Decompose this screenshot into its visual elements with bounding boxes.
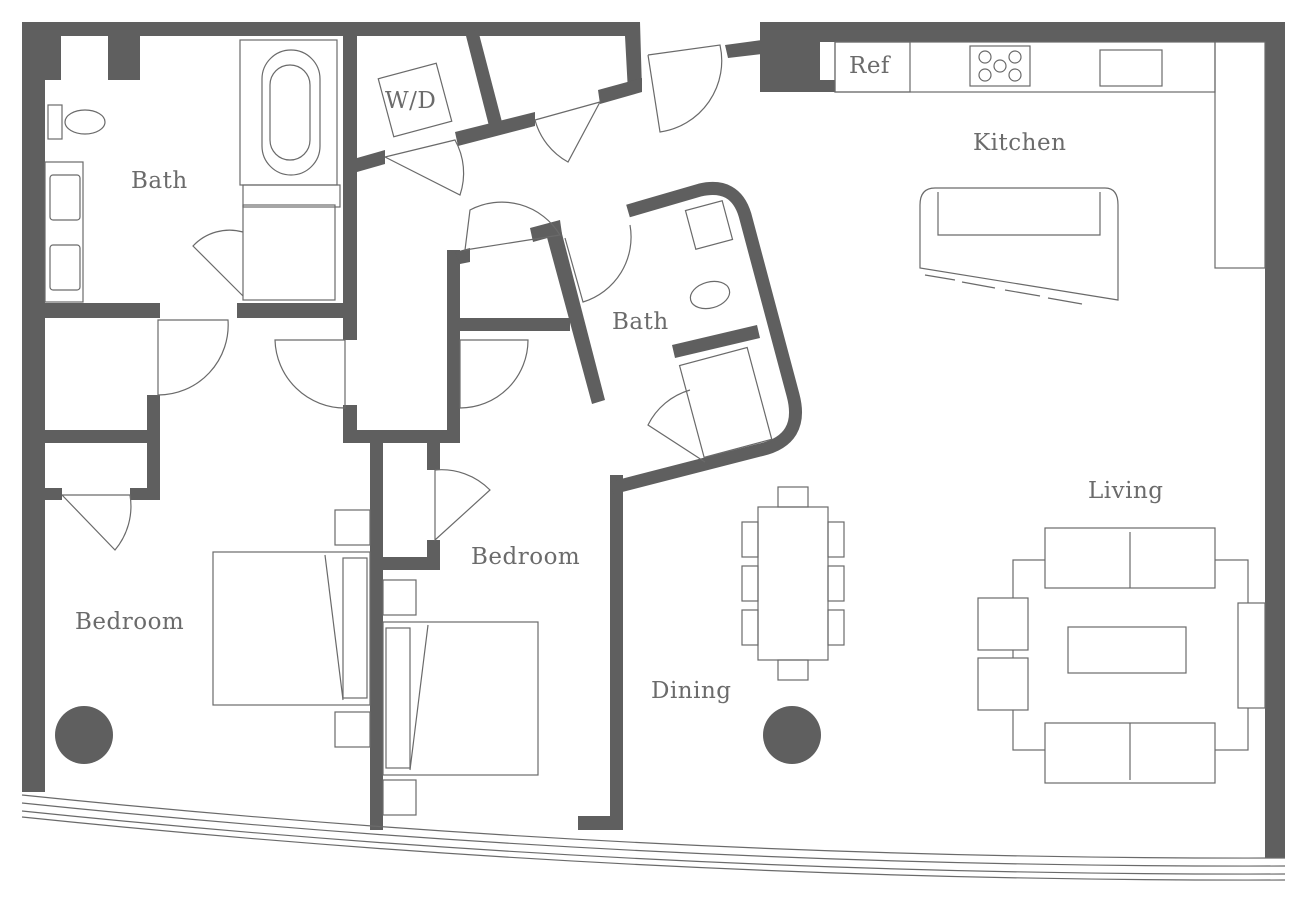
vanity-left: [44, 161, 84, 303]
hall-wall-bath: [460, 318, 570, 331]
bath-cabinet-2: [108, 36, 140, 80]
toilet-left-icon: [64, 109, 106, 135]
toilet-tank-left: [47, 104, 63, 140]
kitchen-island[interactable]: [919, 187, 1119, 301]
door-closet-1[interactable]: [157, 319, 229, 396]
hall-wall-v-low: [447, 320, 460, 340]
bed-center[interactable]: [382, 621, 539, 776]
dining-wall-foot: [578, 816, 623, 830]
nightstand: [334, 711, 371, 748]
doors: [61, 44, 723, 551]
label-dining: Dining: [651, 678, 732, 704]
door-laundry[interactable]: [384, 139, 465, 196]
bed-left[interactable]: [212, 551, 371, 706]
door-closet-2[interactable]: [61, 494, 132, 551]
closet-wall-h3: [130, 488, 160, 500]
label-laundry: W/D: [385, 88, 436, 114]
laundry-lower-wall-2: [455, 112, 535, 146]
center-bath-curved-wall: [610, 181, 803, 495]
door-bath-left[interactable]: [192, 229, 244, 297]
door-center-bath-2[interactable]: [564, 224, 632, 303]
kitchen-corner-block-2: [780, 80, 835, 92]
shower-left: [242, 204, 336, 301]
coffee-table[interactable]: [1067, 626, 1187, 674]
center-bath-divider: [545, 226, 605, 404]
bath-partition-2: [237, 303, 357, 318]
dining-wall-left: [610, 475, 623, 830]
outer-wall-top-left: [22, 22, 357, 36]
kitchen-wall-top: [760, 22, 1285, 42]
closet-wall-h2: [45, 488, 62, 500]
kitchen-corner-block-3: [780, 42, 820, 80]
laundry-wall-top: [357, 22, 642, 92]
bathtub-inner: [261, 49, 321, 176]
label-bedroom-left: Bedroom: [75, 609, 184, 635]
nightstand: [382, 779, 417, 816]
laundry-lower-wall: [357, 150, 385, 172]
entry-wall: [725, 40, 762, 58]
bath-partition: [45, 303, 160, 318]
door-entry[interactable]: [647, 44, 723, 133]
stove-icon: [969, 45, 1031, 87]
nightstand: [382, 579, 417, 616]
walls: [22, 22, 1285, 858]
shower-bench: [242, 184, 341, 208]
door-bedroom2-closet[interactable]: [434, 469, 491, 542]
door-hall-1[interactable]: [274, 339, 346, 409]
toilet-center-icon: [689, 280, 731, 310]
washer-dryer-icon: [377, 62, 453, 138]
kitchen-counter-right: [1214, 41, 1266, 269]
armchair[interactable]: [977, 657, 1029, 711]
room-labels: Bath W/D Ref Kitchen Bath Living Bedroom…: [75, 53, 1164, 704]
sink-left-2-icon: [49, 244, 81, 291]
label-bath-left: Bath: [131, 168, 188, 194]
label-kitchen: Kitchen: [973, 130, 1066, 156]
outer-wall-right: [1265, 22, 1285, 858]
center-bath-entry: [530, 220, 562, 242]
center-bath-upper: [455, 248, 470, 264]
closet-wall-h: [45, 430, 160, 443]
laundry-diagonal-wall: [465, 30, 502, 126]
bathtub-icon: [239, 39, 338, 186]
shower-center: [678, 346, 773, 459]
bedroom2-closet-v2: [427, 540, 440, 570]
hall-wall-h: [343, 430, 460, 443]
label-bedroom-center: Bedroom: [471, 544, 580, 570]
label-refrigerator: Ref: [849, 53, 891, 79]
bedroom2-closet-v: [427, 443, 440, 470]
dining-table[interactable]: [757, 506, 829, 661]
door-hall-2[interactable]: [459, 339, 529, 409]
bedroom2-closet-wall: [383, 557, 440, 570]
laundry-lower-wall-3: [598, 78, 642, 104]
door-laundry-2[interactable]: [534, 101, 602, 163]
kitchen-corner-block: [760, 22, 780, 92]
door-center-bath[interactable]: [464, 201, 561, 251]
fixtures: [44, 39, 1266, 459]
bathtub-inner-2: [269, 64, 311, 161]
sink-left-1-icon: [49, 174, 81, 221]
kitchen-sink-icon: [1099, 49, 1163, 87]
hall-wall-v: [447, 250, 460, 443]
outer-wall-left: [22, 22, 45, 792]
window-wall: [21, 794, 1286, 881]
door-shower[interactable]: [647, 389, 706, 463]
bath-cabinet-1: [45, 36, 61, 80]
furniture: [55, 486, 1266, 816]
label-living: Living: [1088, 478, 1164, 504]
armchair[interactable]: [977, 597, 1029, 651]
column-dining: [763, 706, 821, 764]
closet-wall-v: [147, 395, 160, 500]
wall-vertical-center-left: [343, 22, 357, 340]
sink-center-icon: [684, 200, 734, 250]
column-left: [55, 706, 113, 764]
nightstand: [334, 509, 371, 546]
media-console: [1237, 602, 1266, 709]
center-bath-inner: [672, 325, 760, 358]
bedroom2-wall-left: [370, 443, 383, 830]
label-bath-center: Bath: [612, 309, 669, 335]
refrigerator-icon: [834, 41, 911, 93]
bar-stools: [924, 274, 1083, 305]
